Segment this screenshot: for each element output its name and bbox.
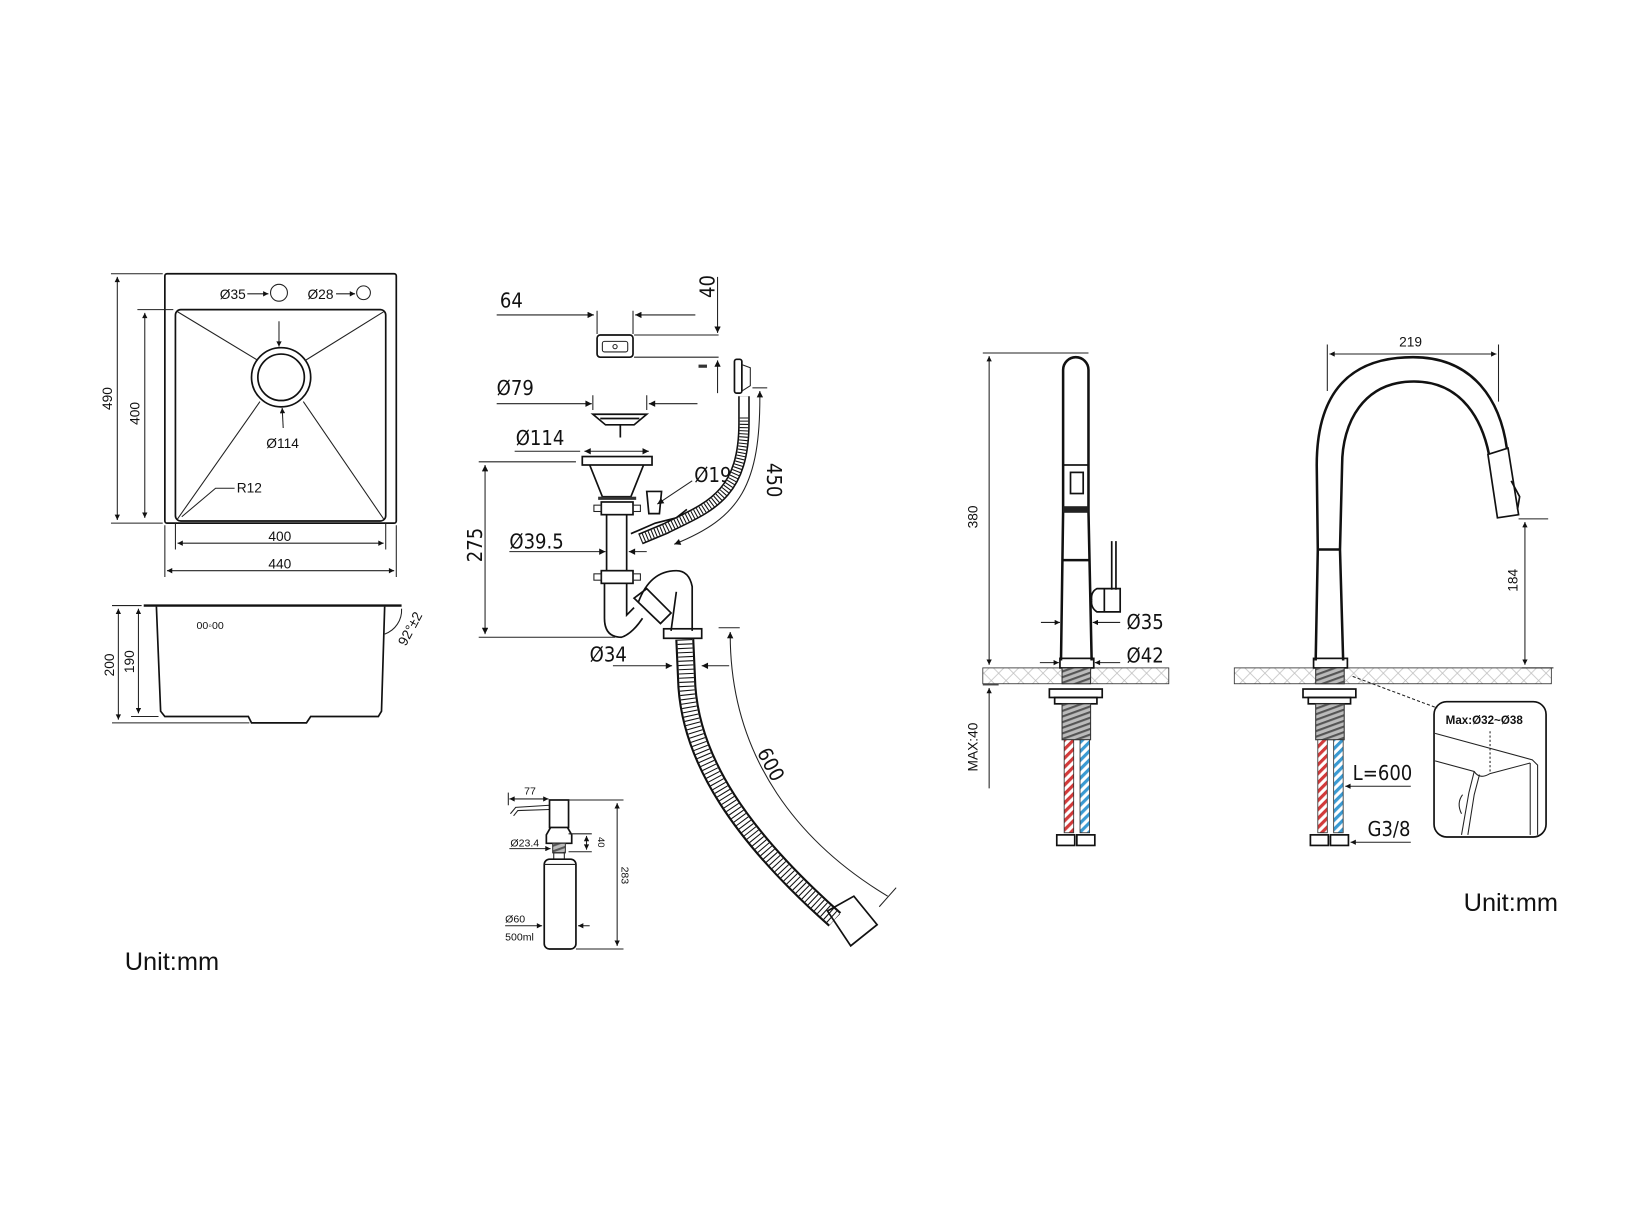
screw (698, 364, 707, 368)
soap-thread-len-label: 40 (595, 837, 606, 848)
hole-range-label: Max:Ø32~Ø38 (1446, 714, 1524, 727)
faucet-front-view: 219 184 L=600 G3/8 Max:Ø32~Ø38 (1233, 335, 1554, 847)
mounting-detail-inset: Max:Ø32~Ø38 (1433, 700, 1547, 838)
faucet-side-view: 380 MAX:40 Ø35 Ø42 (966, 352, 1170, 847)
drain-dia-label: Ø114 (266, 436, 299, 451)
body-dia-label: Ø35 (1127, 610, 1164, 634)
soap-thread-dia-label: Ø23.4 (510, 837, 539, 849)
outer-height-label: 490 (100, 387, 115, 410)
max-thickness-label: MAX:40 (966, 722, 981, 771)
overflow-width-label: 64 (500, 289, 523, 313)
reach-label: 219 (1399, 335, 1422, 350)
soap-hole (356, 285, 371, 301)
radius-label: R12 (237, 480, 262, 495)
overflow-mark: 00◦00 (197, 620, 224, 632)
soap-dispenser: 77 Ø23.4 40 283 Ø60 500ml (505, 786, 630, 950)
outer-width-label: 440 (268, 557, 291, 572)
drain-height-label: 275 (463, 528, 487, 562)
flange-dia-label: Ø114 (516, 426, 565, 450)
depth-inner-label: 190 (122, 650, 137, 673)
depth-outer-label: 200 (102, 653, 117, 676)
spray-head (1486, 446, 1520, 519)
overflow-hose-label: 450 (762, 463, 786, 497)
faucet-hole (270, 283, 288, 302)
hole-1-label: Ø35 (220, 287, 246, 302)
thread-label: G3/8 (1367, 817, 1410, 841)
drain-assembly: 64 40 Ø79 Ø114 (463, 275, 897, 948)
soap-height-label: 283 (618, 867, 630, 885)
faucet-height-label: 380 (966, 505, 981, 528)
spout-height-label: 184 (1506, 569, 1521, 592)
overflow-height-label: 40 (695, 275, 719, 298)
unit-label-left: Unit:mm (125, 948, 219, 976)
hole-2-label: Ø28 (308, 287, 334, 302)
base-dia-label: Ø42 (1127, 644, 1164, 668)
side-angle-label: 92°±2 (395, 609, 425, 648)
strainer-dia-label: Ø79 (497, 376, 534, 400)
faucet-handle (1090, 541, 1122, 613)
inner-height-label: 400 (127, 402, 142, 425)
soap-spout-label: 77 (524, 786, 536, 798)
outlet-dia-label: Ø34 (590, 643, 627, 667)
pipe-dia-label: Ø39.5 (509, 529, 563, 553)
sink-side-view: 00◦00 92°±2 200 190 (102, 604, 425, 724)
unit-label-right: Unit:mm (1464, 889, 1558, 917)
gooseneck-spout (1314, 355, 1509, 661)
soap-volume-label: 500ml (505, 932, 534, 944)
cold-hose (1079, 739, 1090, 834)
overflow-cover (596, 334, 634, 359)
drain-hole (250, 346, 312, 408)
soap-bottle-dia-label: Ø60 (505, 914, 525, 926)
basket-strainer (590, 413, 650, 426)
hose-length-label: L=600 (1353, 761, 1413, 785)
inner-width-label: 400 (268, 529, 291, 544)
hot-hose (1063, 739, 1075, 834)
soap-bottle (543, 858, 577, 950)
outlet-hose-label: 600 (752, 744, 789, 786)
sink-top-view: Ø35 Ø28 Ø114 R12 490 400 400 440 (100, 272, 398, 578)
